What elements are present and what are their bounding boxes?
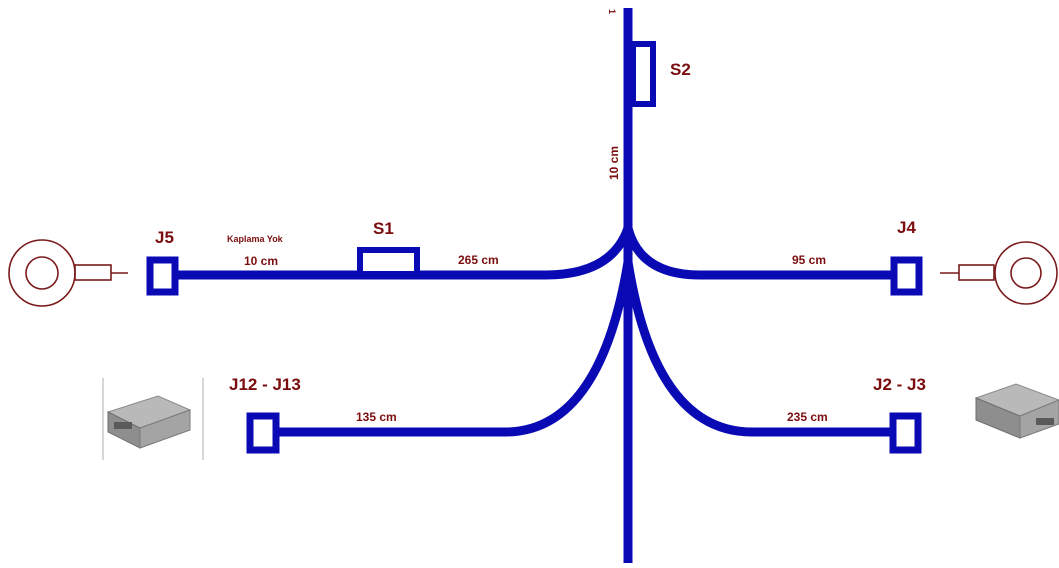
connector-j2-j3-label: J2 - J3: [873, 375, 926, 394]
splice-markers: [357, 41, 656, 277]
connector-j4-marker: [890, 256, 923, 296]
branch-wire-j2-j3: [623, 261, 892, 437]
j2-j3-length-label: 235 cm: [787, 410, 828, 424]
harness-wires: [175, 8, 895, 563]
connector-housing-icon: [102, 378, 204, 460]
branch-wire-j5: [175, 226, 633, 280]
connector-j12-j13-label: J12 - J13: [229, 375, 301, 394]
connector-j4-label: J4: [897, 218, 916, 237]
ring-terminal-icon: [8, 239, 128, 307]
trunk-length-label: 10 cm: [607, 145, 621, 180]
connector-housing-icon: [974, 383, 1059, 439]
j5-uncovered-length-label: 10 cm: [244, 254, 279, 268]
connector-j2-j3-marker: [889, 412, 922, 454]
j4-length-label: 95 cm: [792, 253, 827, 267]
connector-j5-label: J5: [155, 228, 174, 247]
splice-s1-marker: [357, 247, 420, 277]
uncovered-note-label: Kaplama Yok: [227, 234, 283, 244]
connector-markers: [146, 256, 923, 454]
j5-main-length-label: 265 cm: [458, 253, 499, 267]
trunk-top-mark: 1: [607, 9, 617, 15]
connector-j5-marker: [146, 256, 179, 296]
branch-wire-j4: [623, 226, 895, 280]
branch-wire-j12-j13: [275, 261, 633, 437]
ring-terminal-icon: [940, 241, 1058, 305]
splice-s2-marker: [630, 41, 656, 107]
connector-j12-j13-marker: [246, 412, 280, 454]
j12-j13-length-label: 135 cm: [356, 410, 397, 424]
splice-s2-label: S2: [670, 60, 691, 79]
splice-s1-label: S1: [373, 219, 394, 238]
